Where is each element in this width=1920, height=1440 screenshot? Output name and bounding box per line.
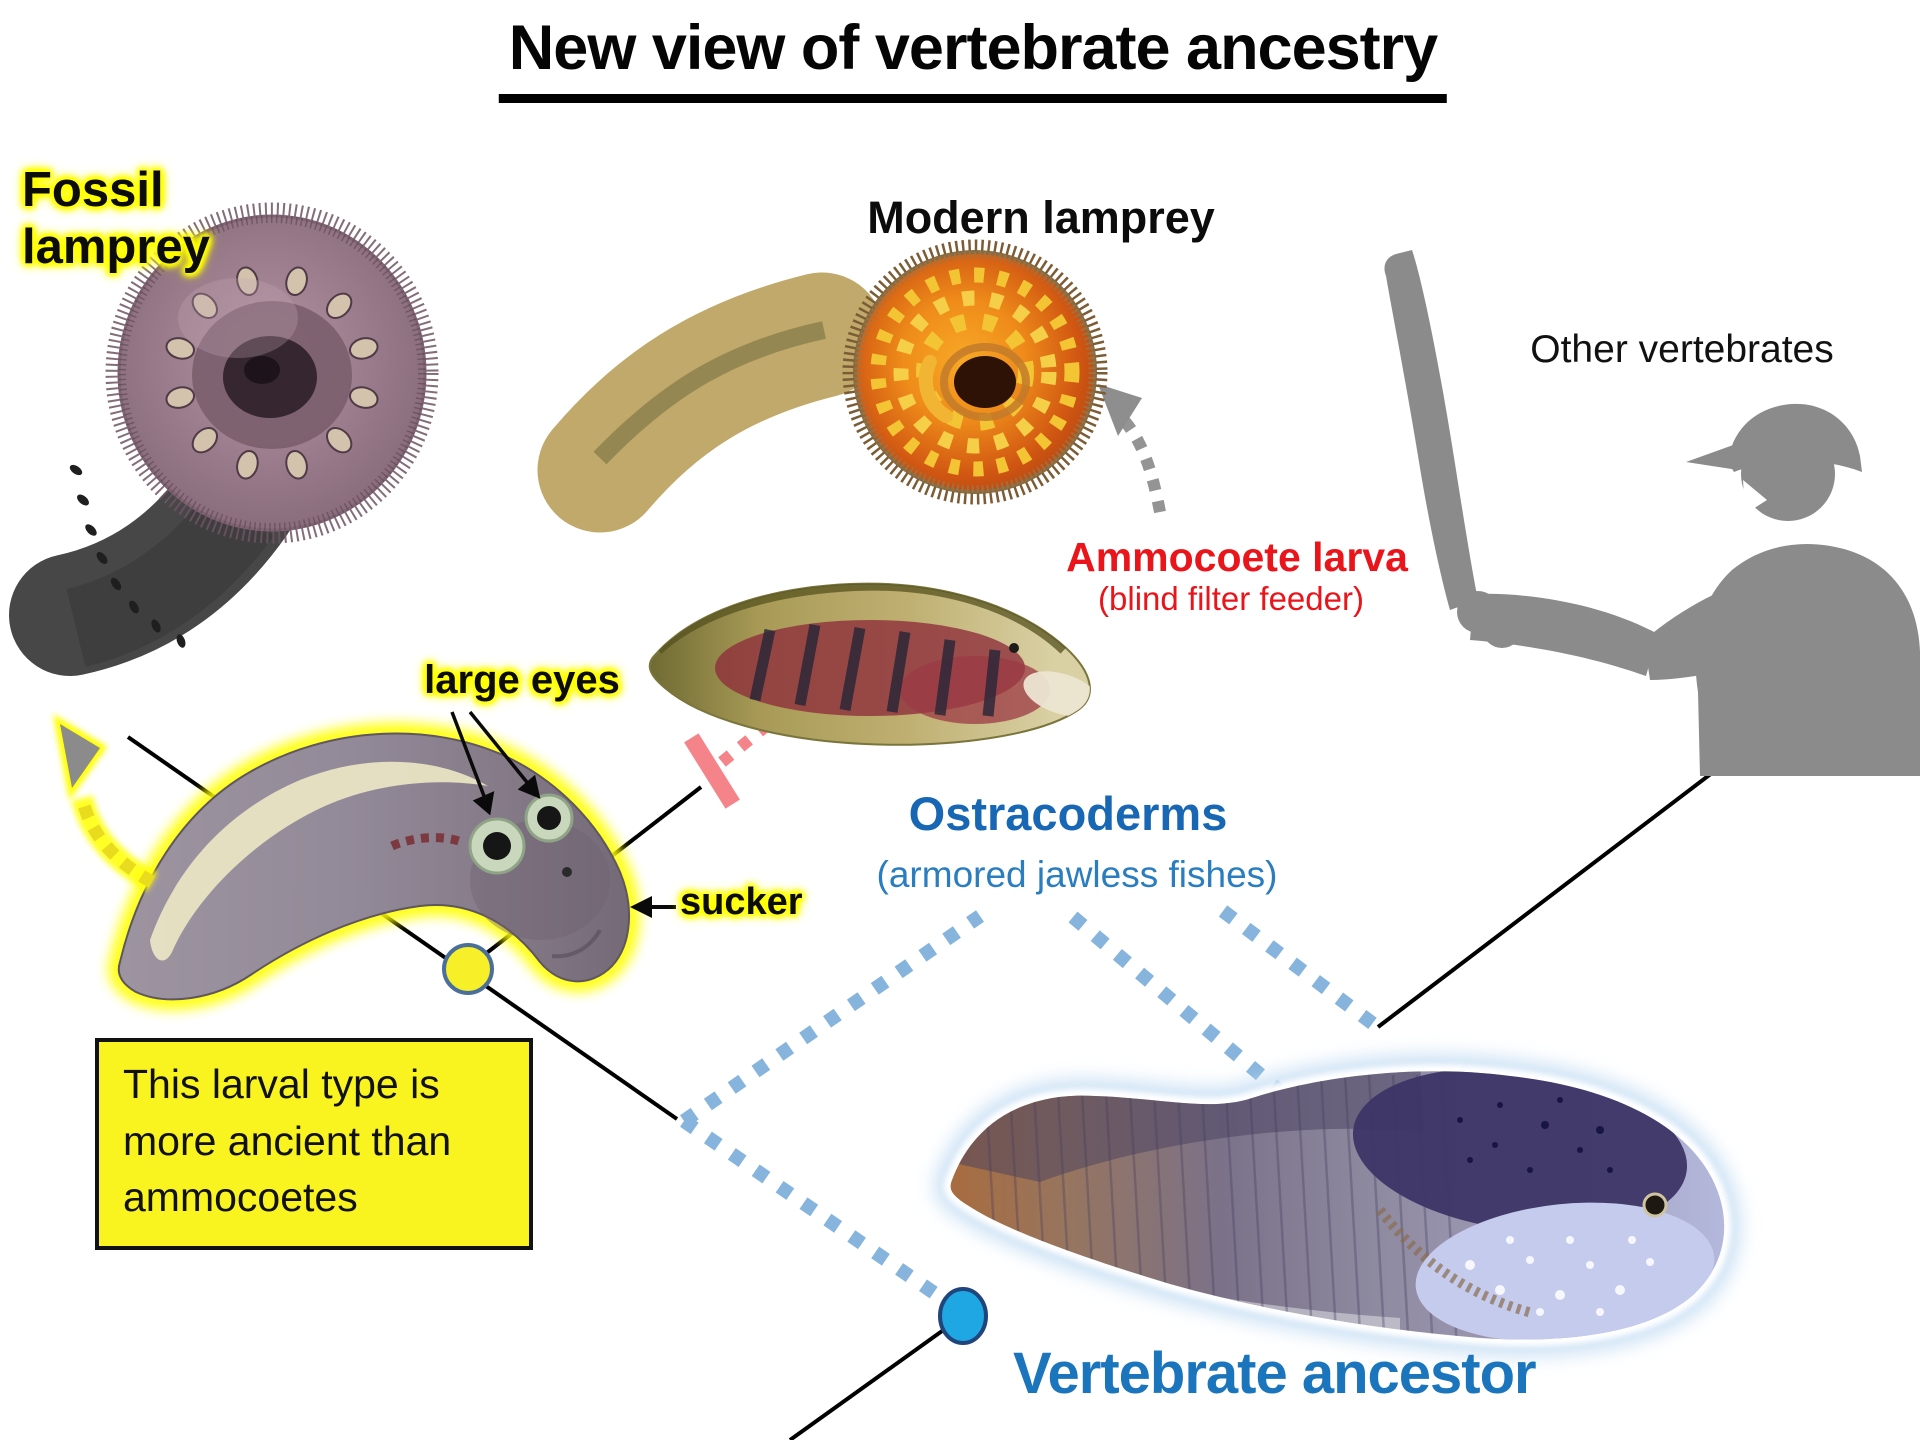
page-title: New view of vertebrate ancestry — [498, 12, 1448, 103]
branch-root — [788, 1314, 965, 1440]
label-vertebrate-ancestor: Vertebrate ancestor — [1013, 1341, 1537, 1406]
modern-lamprey-illustration — [537, 239, 1108, 533]
larva-body — [117, 732, 630, 1001]
bat-icon — [1384, 250, 1478, 610]
modern-metamorphosis-arrow — [1098, 384, 1166, 514]
dotted-branch-stem-left — [680, 1115, 960, 1314]
fossil-lamprey-illustration — [9, 202, 439, 676]
label-sucker: sucker — [680, 881, 803, 923]
sucker-arrow — [630, 896, 676, 918]
label-fossil-lamprey: Fossil lamprey — [22, 163, 210, 274]
dotted-branch-right — [1218, 905, 1381, 1032]
gill-pores — [69, 464, 186, 648]
ancestor-eye — [1642, 1192, 1668, 1218]
ostracoderm-dotted-branches — [680, 905, 1381, 1314]
label-large-eyes: large eyes — [424, 658, 620, 702]
cheek-plate — [1415, 1202, 1715, 1340]
branch-other-vertebrates — [1376, 736, 1760, 1029]
label-ammocoete-sub: (blind filter feeder) — [1098, 580, 1364, 617]
label-modern-lamprey: Modern lamprey — [867, 192, 1215, 243]
label-ammocoete-larva: Ammocoete larva — [1066, 534, 1408, 580]
fossil-larva-illustration — [107, 722, 640, 1011]
disc-teeth-ring — [165, 266, 379, 480]
larva-large-eyes — [468, 793, 574, 875]
dotted-branch-middle — [1068, 911, 1305, 1114]
fossil-larva-node — [442, 943, 494, 995]
cap-brim — [1686, 444, 1738, 470]
note-box: This larval type is more ancient than am… — [95, 1038, 533, 1250]
player-cap — [1728, 403, 1862, 472]
vertebrate-ancestor-node — [938, 1287, 988, 1345]
dotted-branch-left-tip — [680, 910, 984, 1127]
label-other-vertebrates: Other vertebrates — [1530, 328, 1834, 371]
label-ostracoderms: Ostracoderms — [908, 787, 1228, 840]
vertebrate-ancestor-illustration — [935, 1056, 1740, 1355]
large-eyes-arrows — [450, 710, 541, 816]
fossil-metamorphosis-arrow — [53, 713, 158, 892]
ammocoete-larva-photo — [645, 556, 1115, 746]
label-ostracoderms-sub: (armored jawless fishes) — [876, 854, 1278, 895]
baseball-player-silhouette — [1384, 250, 1920, 776]
head-shield — [1352, 1071, 1688, 1233]
